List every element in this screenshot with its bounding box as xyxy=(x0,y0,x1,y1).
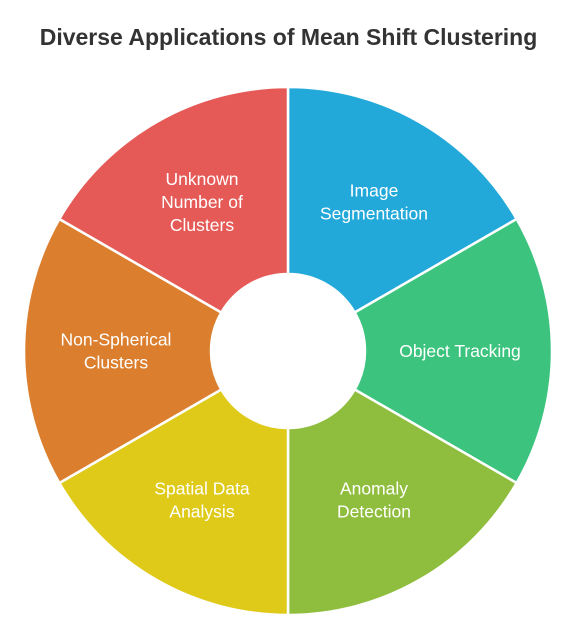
segment-spatial-data-analysis xyxy=(58,388,290,617)
segment-image-segmentation xyxy=(286,85,518,314)
segment-object-tracking-label: Object Tracking xyxy=(399,341,521,361)
segment-unknown-number-of-clusters-label-line: Unknown xyxy=(166,169,239,189)
segment-image-segmentation-label-line: Image xyxy=(350,181,399,201)
diagram-title: Diverse Applications of Mean Shift Clust… xyxy=(39,24,538,50)
segment-non-spherical-clusters-label-line: Clusters xyxy=(84,353,148,373)
segment-anomaly-detection-label-line: Detection xyxy=(337,501,411,521)
segment-non-spherical-clusters-label-line: Non-Spherical xyxy=(61,330,172,350)
segment-anomaly-detection xyxy=(286,388,518,617)
segment-unknown-number-of-clusters-label-line: Clusters xyxy=(170,215,234,235)
segment-unknown-number-of-clusters xyxy=(58,85,290,314)
segment-spatial-data-analysis-label-line: Analysis xyxy=(169,501,234,521)
segment-unknown-number-of-clusters-label-line: Number of xyxy=(161,192,243,212)
segment-spatial-data-analysis-label-line: Spatial Data xyxy=(154,478,250,498)
segment-image-segmentation-label-line: Segmentation xyxy=(320,204,428,224)
segment-anomaly-detection-label-line: Anomaly xyxy=(340,478,408,498)
segment-object-tracking-label-line: Object Tracking xyxy=(399,341,521,361)
